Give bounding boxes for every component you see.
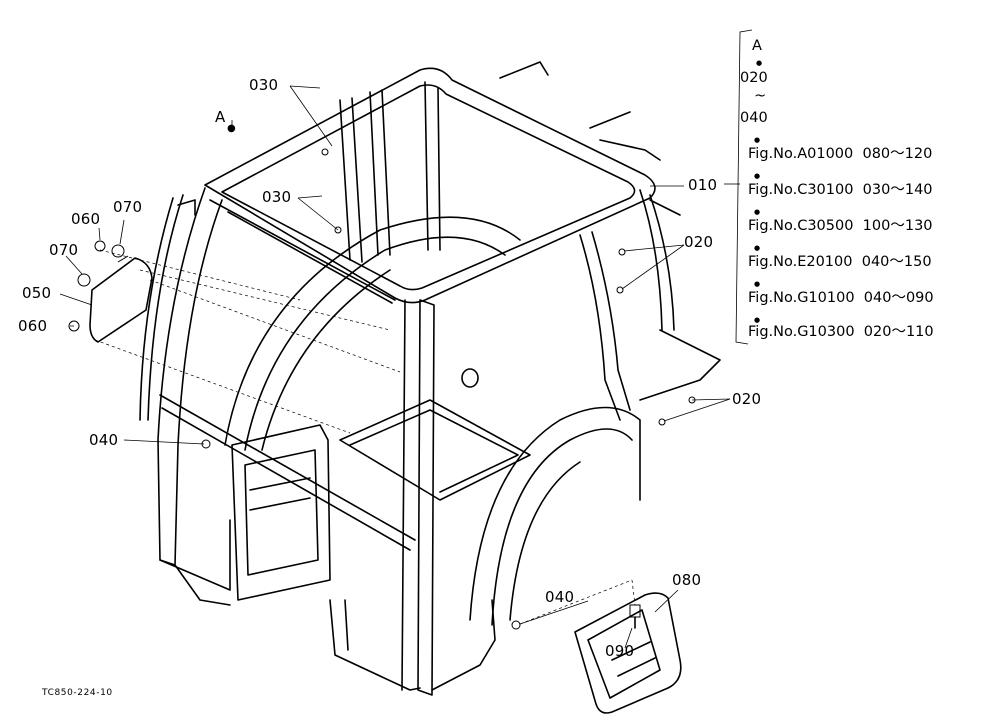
fig-range: 020～110 — [863, 324, 934, 340]
ref-fig-3: Fig.No.E20100 040～150 — [748, 254, 932, 270]
label-040-left: 040 — [89, 431, 119, 449]
label-080: 080 — [672, 571, 702, 589]
ref-dot: ● — [754, 208, 761, 216]
bracket-plate — [68, 240, 153, 343]
label-070-lower: 070 — [49, 241, 79, 259]
fig-number: Fig.No.G10100 — [748, 290, 855, 306]
ref-dot: ● — [754, 316, 761, 324]
fig-number: Fig.No.E20100 — [748, 254, 853, 270]
fig-range: 040～090 — [863, 290, 934, 306]
label-030-lower: 030 — [262, 188, 292, 206]
ref-head-a: A — [752, 38, 762, 54]
label-030-upper: 030 — [249, 76, 279, 94]
fig-number: Fig.No.C30500 — [748, 218, 854, 234]
label-020-upper: 020 — [684, 233, 714, 251]
ref-fig-5: Fig.No.G10300 020～110 — [748, 324, 934, 340]
label-050: 050 — [22, 284, 52, 302]
label-020-lower: 020 — [732, 390, 762, 408]
label-090: 090 — [605, 642, 635, 660]
fig-number: Fig.No.C30100 — [748, 182, 854, 198]
fig-range: 100～130 — [862, 218, 933, 234]
ref-head-tilde: ~ — [754, 88, 767, 104]
label-point-a: A — [215, 108, 226, 126]
ref-fig-4: Fig.No.G10100 040～090 — [748, 290, 934, 306]
ref-fig-2: Fig.No.C30500 100～130 — [748, 218, 933, 234]
ref-dot: ● — [756, 59, 763, 67]
ref-head-040: 040 — [740, 110, 768, 126]
fig-range: 040～150 — [861, 254, 932, 270]
ref-fig-1: Fig.No.C30100 030～140 — [748, 182, 933, 198]
ref-dot: ● — [754, 136, 761, 144]
fig-range: 080～120 — [862, 146, 933, 162]
ref-dot: ● — [754, 244, 761, 252]
ref-head-020: 020 — [740, 70, 768, 86]
ref-dot: ● — [754, 172, 761, 180]
label-060-upper: 060 — [71, 210, 101, 228]
fig-number: Fig.No.G10300 — [748, 324, 855, 340]
leader-lines — [59, 29, 753, 649]
ref-fig-0: Fig.No.A01000 080～120 — [748, 146, 932, 162]
ref-dot: ● — [754, 280, 761, 288]
point-a-marker: ● — [227, 123, 236, 134]
fig-range: 030～140 — [862, 182, 933, 198]
label-070-upper: 070 — [113, 198, 143, 216]
label-010: 010 — [688, 176, 718, 194]
fig-number: Fig.No.A01000 — [748, 146, 854, 162]
label-060-lower: 060 — [18, 317, 48, 335]
label-040-right: 040 — [545, 588, 575, 606]
cab-frame — [139, 61, 721, 696]
drawing-code: TC850-224-10 — [42, 688, 113, 698]
step-assembly — [574, 592, 682, 714]
